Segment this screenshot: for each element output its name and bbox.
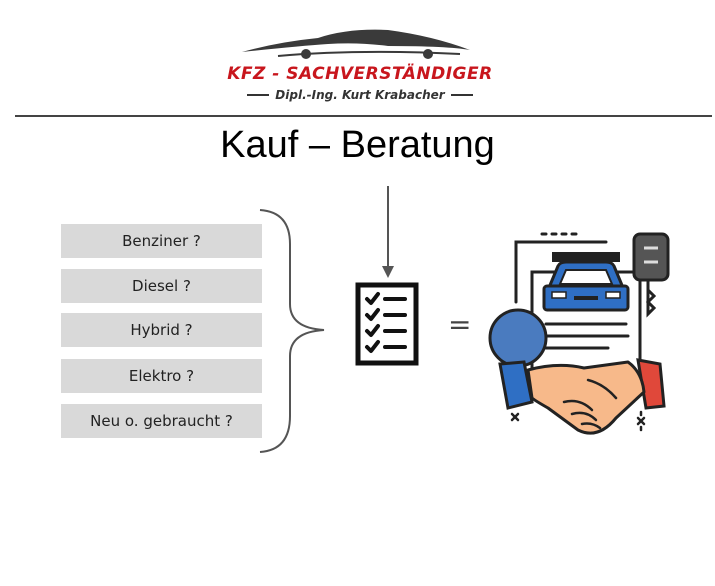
option-box: Diesel ? <box>61 269 262 303</box>
curly-brace <box>259 209 325 453</box>
company-logo: KFZ - SACHVERSTÄNDIGER Dipl.-Ing. Kurt K… <box>210 22 510 102</box>
equals-sign: = <box>448 308 472 341</box>
logo-subtitle: Dipl.-Ing. Kurt Krabacher <box>275 88 445 102</box>
down-arrow-icon <box>382 186 394 278</box>
page-title: Kauf – Beratung <box>220 124 495 166</box>
car-silhouette-icon <box>242 29 470 59</box>
logo-dash-right <box>450 94 473 96</box>
logo-dash-left <box>247 94 270 96</box>
option-box: Neu o. gebraucht ? <box>61 404 262 438</box>
checklist-icon <box>355 282 419 366</box>
option-box: Benziner ? <box>61 224 262 258</box>
logo-title: KFZ - SACHVERSTÄNDIGER <box>227 64 493 84</box>
logo-subtitle-row: Dipl.-Ing. Kurt Krabacher <box>210 88 510 102</box>
option-box: Elektro ? <box>61 359 262 393</box>
car-purchase-handshake-icon <box>488 232 670 435</box>
header-divider <box>15 115 712 117</box>
option-box: Hybrid ? <box>61 313 262 347</box>
